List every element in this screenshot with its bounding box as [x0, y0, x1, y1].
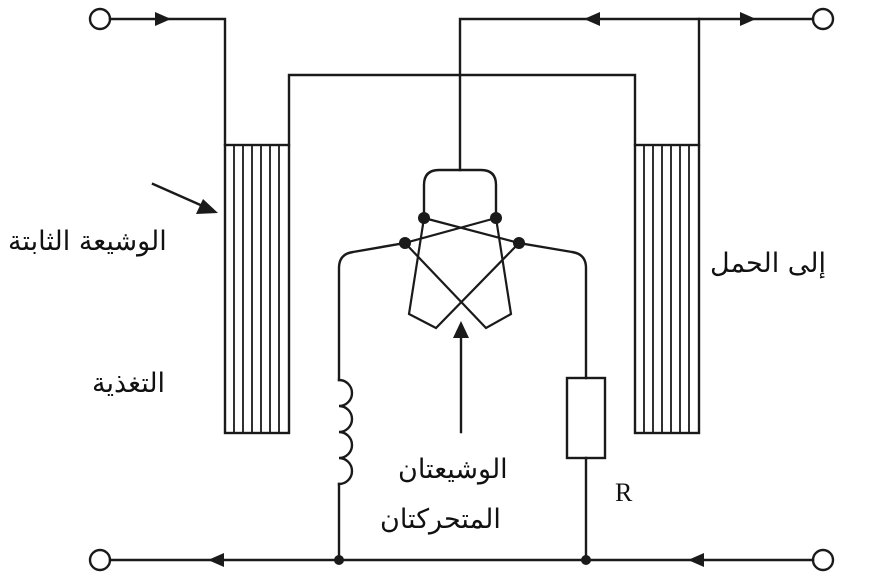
arrow-bottom-right [688, 553, 704, 567]
arrowhead-moving-coils [453, 321, 469, 338]
arrowhead-stationary-coil [196, 199, 218, 214]
label-resistor: R [615, 478, 633, 507]
label-moving-coils-line1: الوشيعتان [398, 454, 508, 485]
wire-fixed-coil-link [287, 73, 637, 147]
label-stationary-coil: الوشيعة الثابتة [8, 226, 167, 257]
fixed-coil-left [223, 143, 291, 435]
wire-resistor-branch [517, 241, 588, 380]
junction-dot [490, 212, 502, 224]
junction-dot [399, 237, 411, 249]
terminal-bottom-right [811, 548, 835, 572]
terminal-top-right [811, 7, 835, 31]
wire-inductor-branch [337, 241, 407, 382]
junction-dot [418, 212, 430, 224]
arrow-load-return [584, 12, 600, 26]
wire-supply-top [108, 17, 227, 147]
junction-dot [334, 555, 344, 565]
pointer-stationary-coil [151, 182, 207, 209]
arrow-load-out [740, 12, 756, 26]
moving-coils [402, 216, 522, 330]
wire-load-top [458, 17, 815, 172]
label-to-load: إلى الحمل [710, 248, 827, 279]
junction-dot [581, 555, 591, 565]
terminal-bottom-left [88, 548, 112, 572]
resistor [565, 376, 607, 460]
arrow-bottom-left [208, 553, 224, 567]
label-moving-coils-line2: المتحركتان [380, 504, 501, 535]
terminal-top-left [88, 7, 112, 31]
fixed-coil-right [633, 143, 701, 435]
label-supply: التغذية [92, 368, 166, 399]
arrow-supply-in [155, 12, 171, 26]
inductor [337, 378, 354, 486]
wire-moving-coil-feed [422, 168, 498, 220]
junction-dot [513, 237, 525, 249]
